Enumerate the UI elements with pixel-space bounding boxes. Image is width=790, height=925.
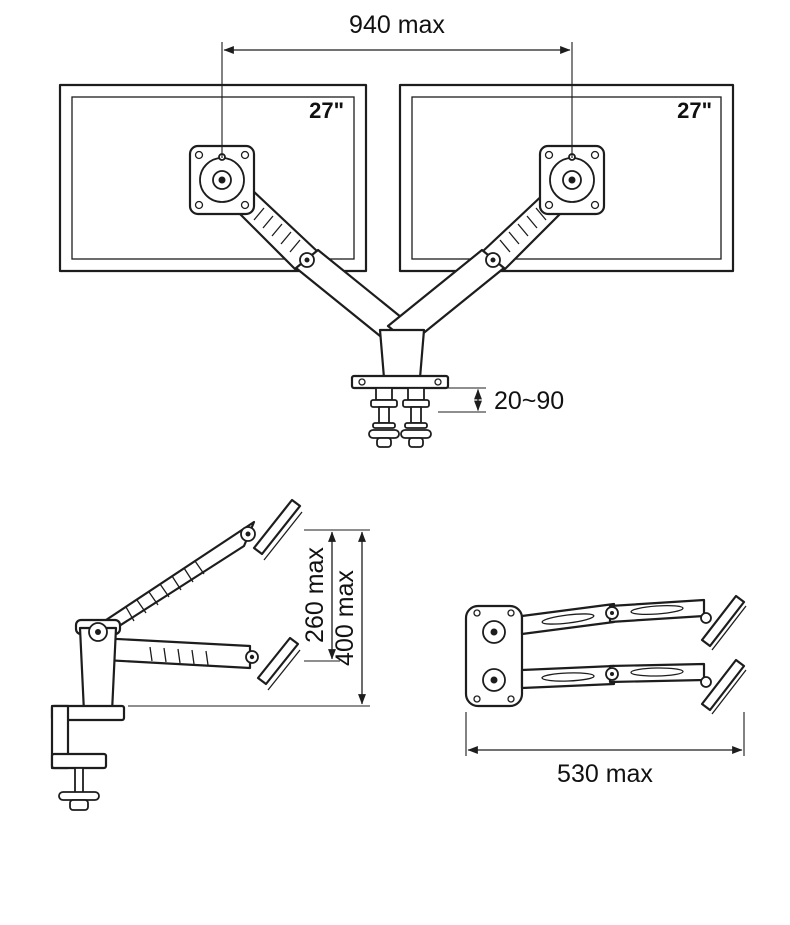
dimension-260: 260 max — [301, 529, 370, 662]
top-arm-lower — [520, 662, 706, 690]
top-mount — [464, 604, 524, 708]
vesa-plate-left — [188, 144, 256, 216]
monitor-right-size-label: 27" — [677, 98, 712, 123]
front-view: 940 max 27" 27" 20~90 — [58, 11, 735, 448]
side-arm-lower — [96, 636, 259, 670]
grommet-bolts — [368, 387, 432, 448]
dimension-940: 940 max — [221, 11, 573, 158]
dim-label-reach: 530 max — [557, 760, 653, 788]
side-view: 260 max 400 max — [50, 498, 370, 811]
gas-spring-coil — [149, 646, 209, 666]
dimension-400: 400 max — [128, 531, 370, 707]
dim-label-outer-height: 400 max — [331, 570, 359, 666]
side-pole — [74, 618, 122, 714]
gas-spring-coil — [253, 207, 301, 253]
side-desk-clamp — [50, 704, 126, 811]
dim-label-span: 940 max — [349, 11, 445, 39]
vesa-plate-right — [538, 144, 606, 216]
center-pole-clamp — [350, 328, 450, 390]
side-plate-top — [252, 498, 303, 561]
dimension-530: 530 max — [465, 712, 745, 788]
top-plate-lower — [700, 658, 747, 715]
side-plate-bottom — [256, 636, 301, 691]
dim-label-inner-height: 260 max — [301, 547, 329, 643]
dimension-20-90: 20~90 — [438, 387, 564, 415]
top-view: 530 max — [464, 594, 747, 788]
gas-spring-coil — [125, 560, 205, 622]
top-arm-upper — [520, 598, 706, 636]
top-plate-upper — [700, 594, 747, 651]
monitor-left-size-label: 27" — [309, 98, 344, 123]
gas-spring-coil — [499, 207, 547, 253]
dim-label-desk-thickness: 20~90 — [494, 387, 564, 415]
